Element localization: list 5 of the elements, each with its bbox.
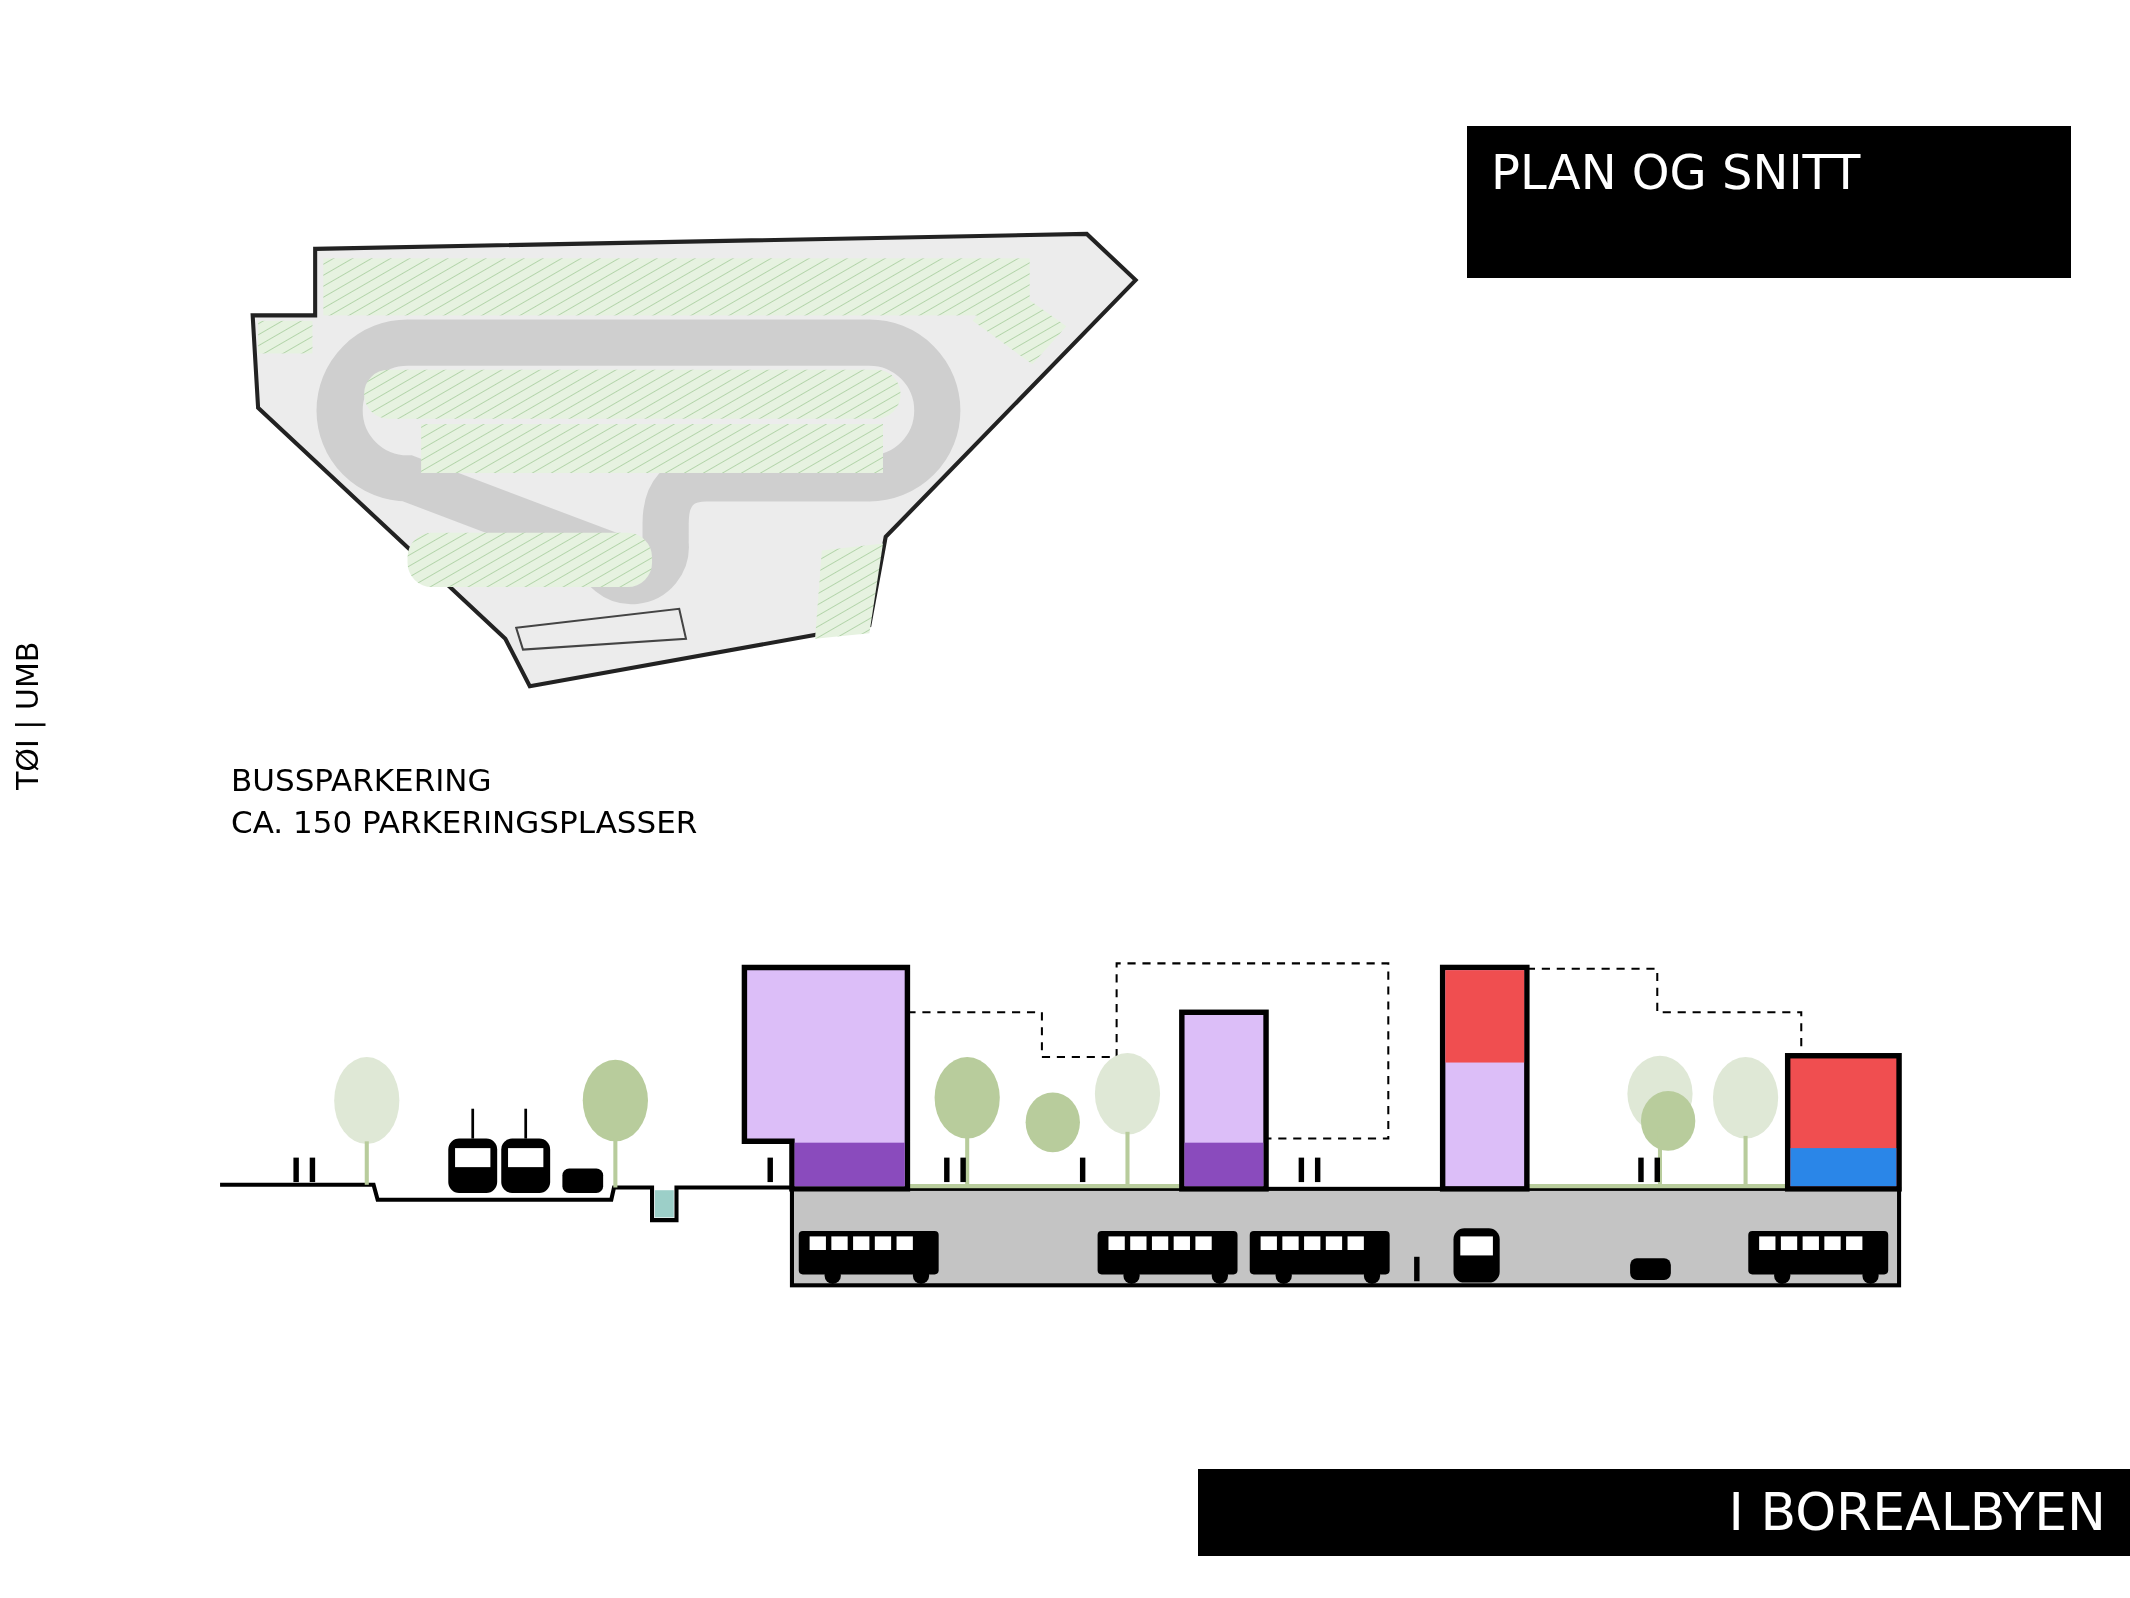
plan-caption: BUSSPARKERING bbox=[231, 762, 492, 798]
credits-text: TØI | UMB bbox=[10, 641, 45, 790]
title-banner: PLAN OG SNITT bbox=[1467, 126, 2071, 278]
caption-banner: I BOREALBYEN bbox=[1198, 1469, 2130, 1556]
plan-caption: CA. 150 PARKERINGSPLASSER bbox=[231, 804, 698, 840]
